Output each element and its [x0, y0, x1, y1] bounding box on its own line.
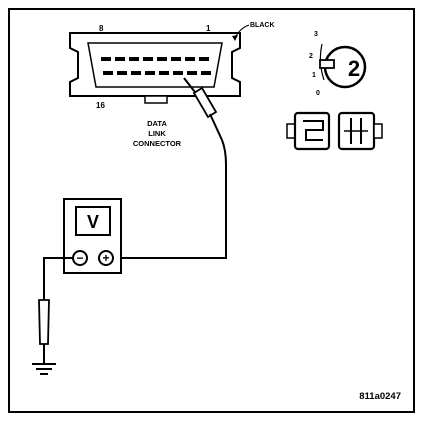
key-blade — [319, 59, 335, 69]
ground-wire — [43, 257, 73, 300]
ignition-key-icon: 3 2 1 0 2 — [309, 31, 367, 97]
connector-disconnect-icon — [286, 111, 383, 151]
probe-lead — [108, 77, 227, 259]
wire-color-label: BLACK — [250, 22, 275, 29]
voltmeter-positive-jack — [98, 250, 114, 266]
key-selected-position: 2 — [348, 56, 360, 81]
key-position-3: 3 — [314, 31, 318, 38]
probe-wire — [108, 139, 227, 259]
connector-title-line3: CONNECTOR — [133, 139, 182, 148]
key-position-0: 0 — [316, 90, 320, 97]
connector-lock-tab — [144, 95, 168, 104]
ground-lead — [32, 257, 73, 375]
figure-code: 811a0247 — [359, 391, 401, 402]
voltmeter-negative-sign: − — [76, 251, 83, 265]
probe-body — [192, 86, 218, 119]
voltmeter-positive-sign: + — [102, 251, 109, 265]
connector-pin-cavity — [87, 42, 223, 88]
pin-label-1: 1 — [206, 24, 211, 33]
voltmeter-symbol: V — [87, 212, 99, 232]
pin-label-16: 16 — [96, 101, 105, 110]
key-position-1: 1 — [312, 72, 316, 79]
connector-bottom-pin-row — [103, 71, 211, 75]
connector-title-line1: DATA — [147, 119, 167, 128]
ground-probe-body — [38, 299, 50, 345]
key-position-2: 2 — [309, 53, 313, 60]
voltmeter: V − + — [63, 198, 122, 274]
connector-top-pin-row — [101, 57, 209, 61]
diagram-frame — [8, 8, 415, 413]
pin-label-8: 8 — [99, 24, 104, 33]
voltmeter-display — [75, 206, 111, 236]
data-link-connector: 8 1 16 9 — [69, 24, 241, 110]
wire-color-leader-arrow — [232, 35, 238, 41]
connector-title-line2: LINK — [148, 129, 166, 138]
